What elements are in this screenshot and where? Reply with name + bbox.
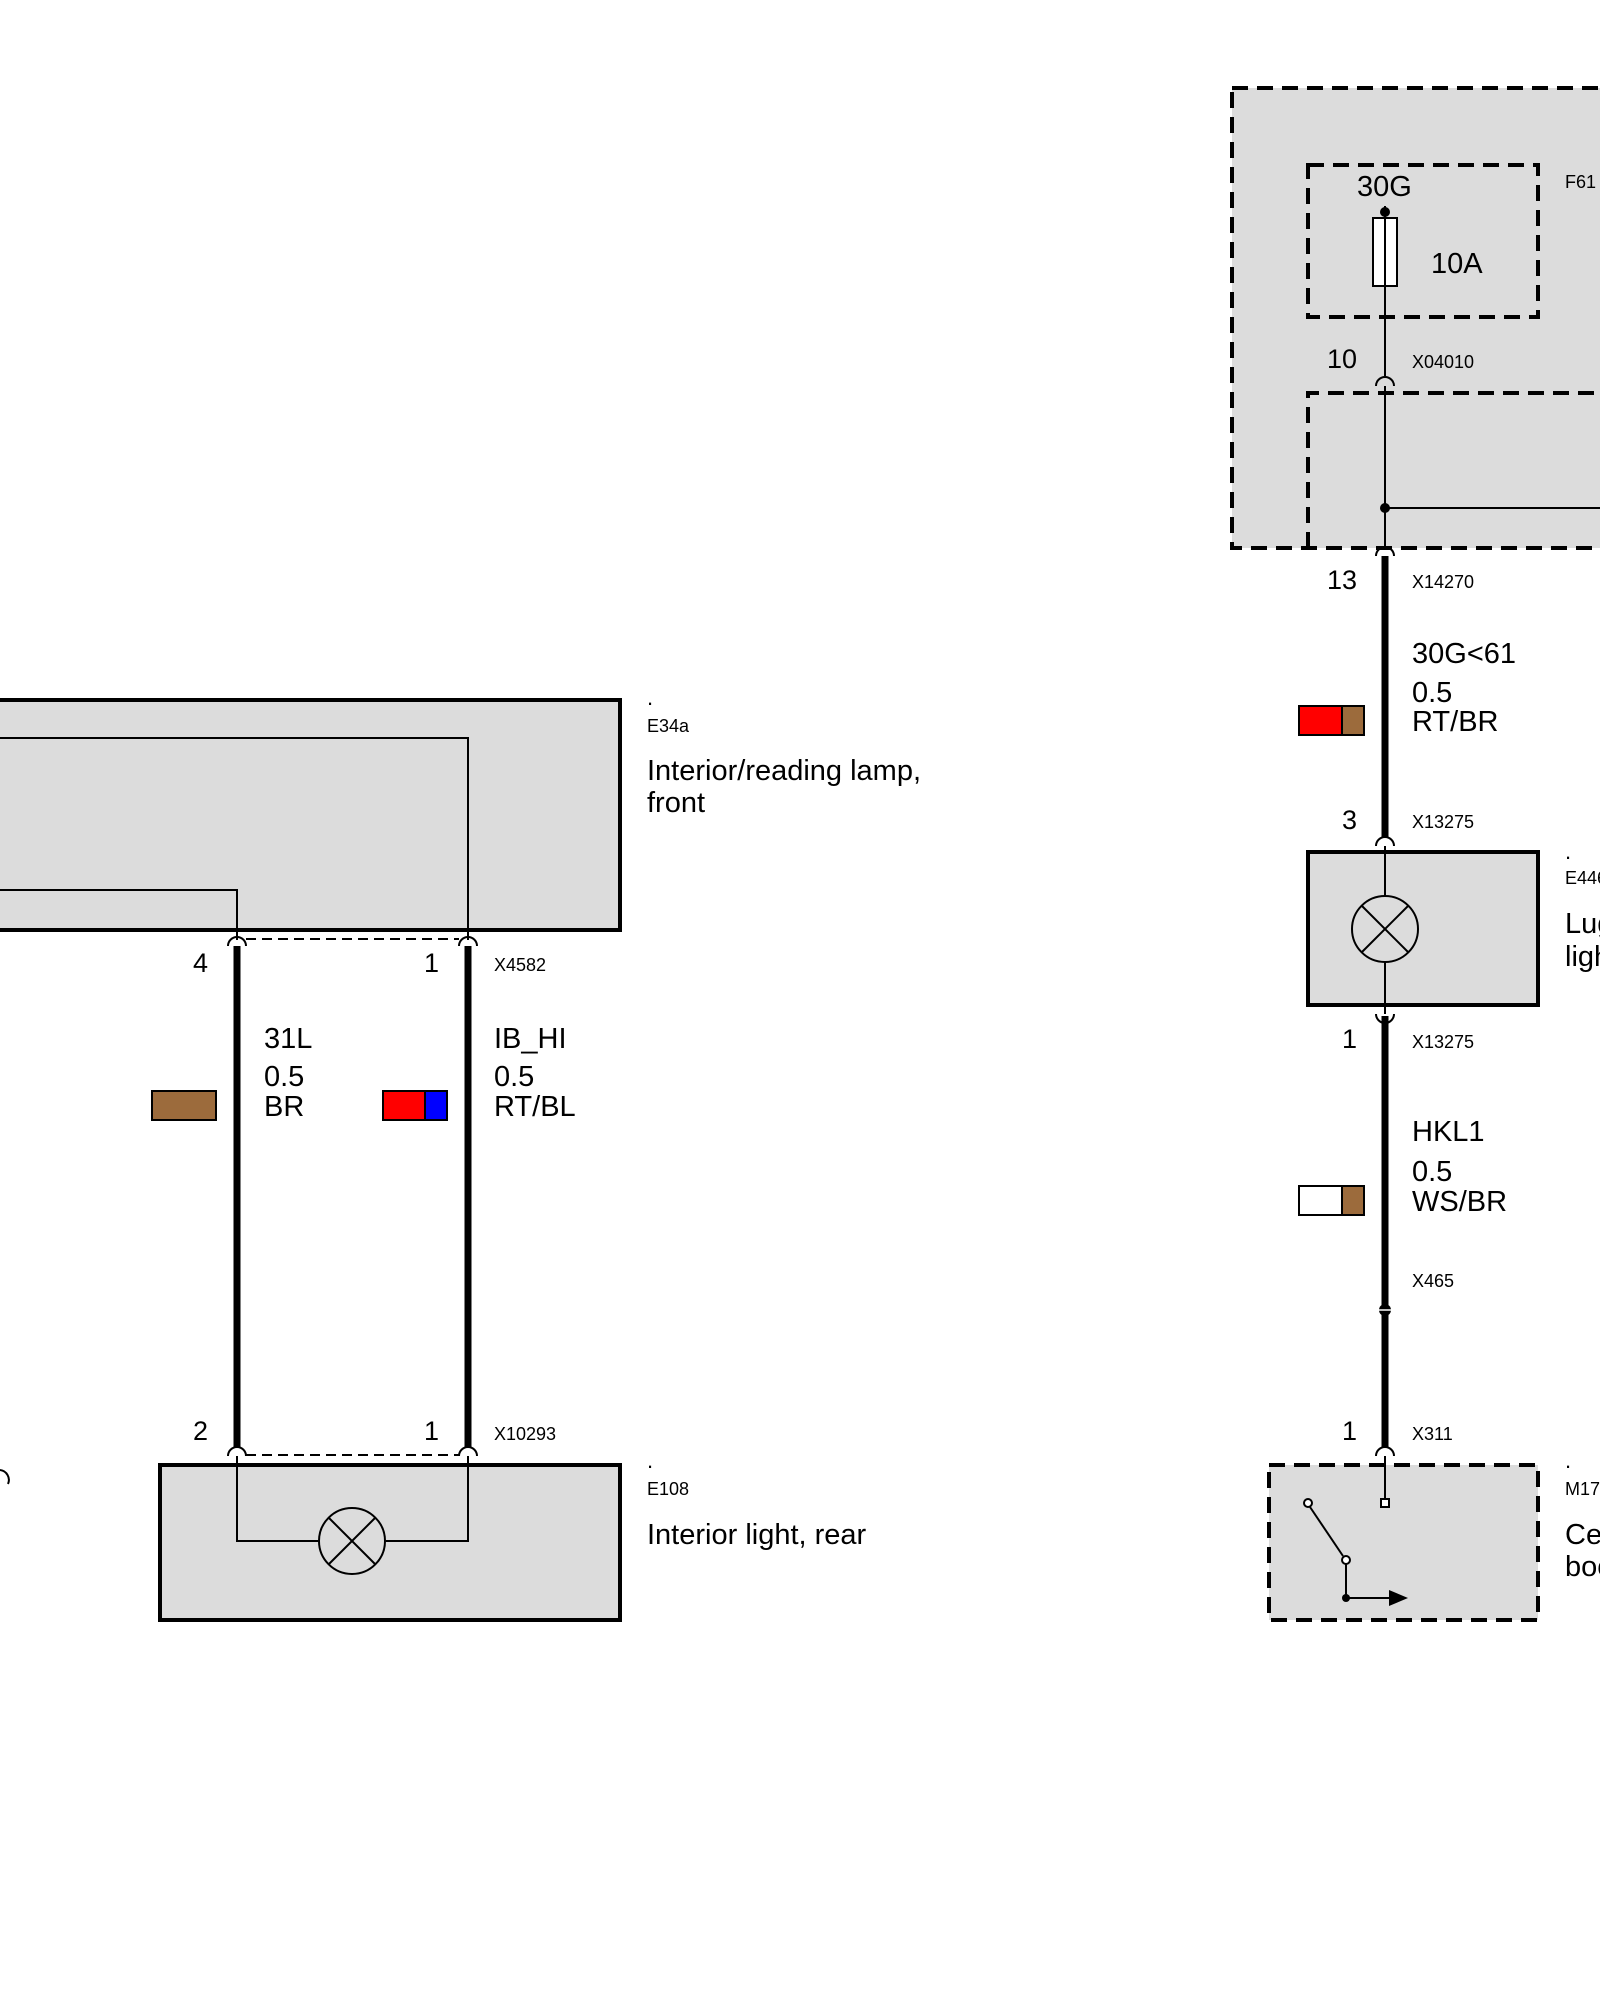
component-e34a	[0, 698, 622, 940]
connector-x04010	[1375, 376, 1395, 387]
connector-x13275-top-label: X13275	[1412, 812, 1474, 832]
connector-x13275-top	[1375, 836, 1395, 847]
pin-x13275-top: 3	[1342, 805, 1357, 835]
pin-x10293-right: 1	[424, 1416, 439, 1446]
connector-x465	[1378, 1304, 1392, 1316]
connector-x04010-label: X04010	[1412, 352, 1474, 372]
e446-name-line1: Lug	[1565, 908, 1600, 940]
wire-hkl1-color-swatch	[1298, 1185, 1365, 1216]
m17-name-line2: boo	[1565, 1551, 1600, 1583]
pin-x10293-left: 2	[193, 1416, 208, 1446]
pin-x13275-bottom: 1	[1342, 1024, 1357, 1054]
e108-name: Interior light, rear	[647, 1519, 867, 1551]
wire-30g61-color-code: RT/BR	[1412, 706, 1498, 738]
component-e446	[1306, 846, 1540, 1014]
wire-30g61-signal: 30G<61	[1412, 638, 1516, 670]
offscreen-arc	[0, 1469, 10, 1485]
wire-hkl1-color-code: WS/BR	[1412, 1186, 1507, 1218]
e34a-dot: .	[647, 685, 653, 710]
e34a-code: E34a	[647, 716, 690, 736]
wire-ibhi-color-code: RT/BL	[494, 1091, 576, 1123]
component-m17	[1267, 1456, 1540, 1622]
e34a-name-line1: Interior/reading lamp,	[647, 755, 921, 787]
connector-x465-label: X465	[1412, 1271, 1454, 1291]
wire-hkl1-signal: HKL1	[1412, 1116, 1485, 1148]
connector-x311-label: X311	[1412, 1424, 1453, 1444]
wire-ibhi-color-swatch	[382, 1090, 448, 1121]
wire-31l-signal: 31L	[264, 1023, 312, 1055]
f61-code: F61	[1565, 172, 1596, 192]
m17-name-line1: Ce	[1565, 1519, 1600, 1551]
wire-ibhi-gauge: 0.5	[494, 1061, 534, 1093]
connector-x4582	[227, 936, 478, 947]
e446-code: E446	[1565, 868, 1600, 888]
fuse-label: 30G	[1357, 171, 1412, 203]
wire-30g61-gauge: 0.5	[1412, 677, 1452, 709]
pin-x4582-right: 1	[424, 948, 439, 978]
pin-x14270: 13	[1327, 565, 1357, 595]
wire-31l-gauge: 0.5	[264, 1061, 304, 1093]
lamp-bulb-icon	[1351, 895, 1419, 963]
e34a-name-line2: front	[647, 787, 705, 819]
splice-node	[1380, 503, 1600, 513]
connector-x10293-label: X10293	[494, 1424, 556, 1444]
wire-ibhi-signal: IB_HI	[494, 1023, 567, 1055]
wire-31l-color-code: BR	[264, 1091, 304, 1123]
m17-dot: .	[1565, 1448, 1571, 1473]
connector-x10293	[227, 1446, 478, 1457]
connector-x4582-label: X4582	[494, 955, 546, 975]
connector-x14270	[1375, 546, 1395, 557]
lamp-bulb-icon	[318, 1507, 386, 1575]
e108-code: E108	[647, 1479, 689, 1499]
pin-x04010: 10	[1327, 344, 1357, 374]
e446-dot: .	[1565, 839, 1571, 864]
switch-contact-icon	[1303, 1456, 1408, 1606]
connector-x13275-bottom-label: X13275	[1412, 1032, 1474, 1052]
pin-x4582-left: 4	[193, 948, 208, 978]
pin-x311: 1	[1342, 1416, 1357, 1446]
wire-31l-color-swatch	[151, 1090, 217, 1121]
fuse-rating: 10A	[1431, 248, 1483, 280]
connector-x14270-label: X14270	[1412, 572, 1474, 592]
m17-code: M17	[1565, 1479, 1600, 1499]
fuse-icon	[1372, 206, 1398, 376]
connector-x311	[1375, 1446, 1395, 1457]
wire-30g61-color-swatch	[1298, 705, 1365, 736]
wire-hkl1-gauge: 0.5	[1412, 1156, 1452, 1188]
component-e108	[158, 1456, 622, 1622]
e446-name-line2: ligh	[1565, 941, 1600, 973]
component-f61	[1230, 86, 1600, 550]
e108-dot: .	[647, 1448, 653, 1473]
